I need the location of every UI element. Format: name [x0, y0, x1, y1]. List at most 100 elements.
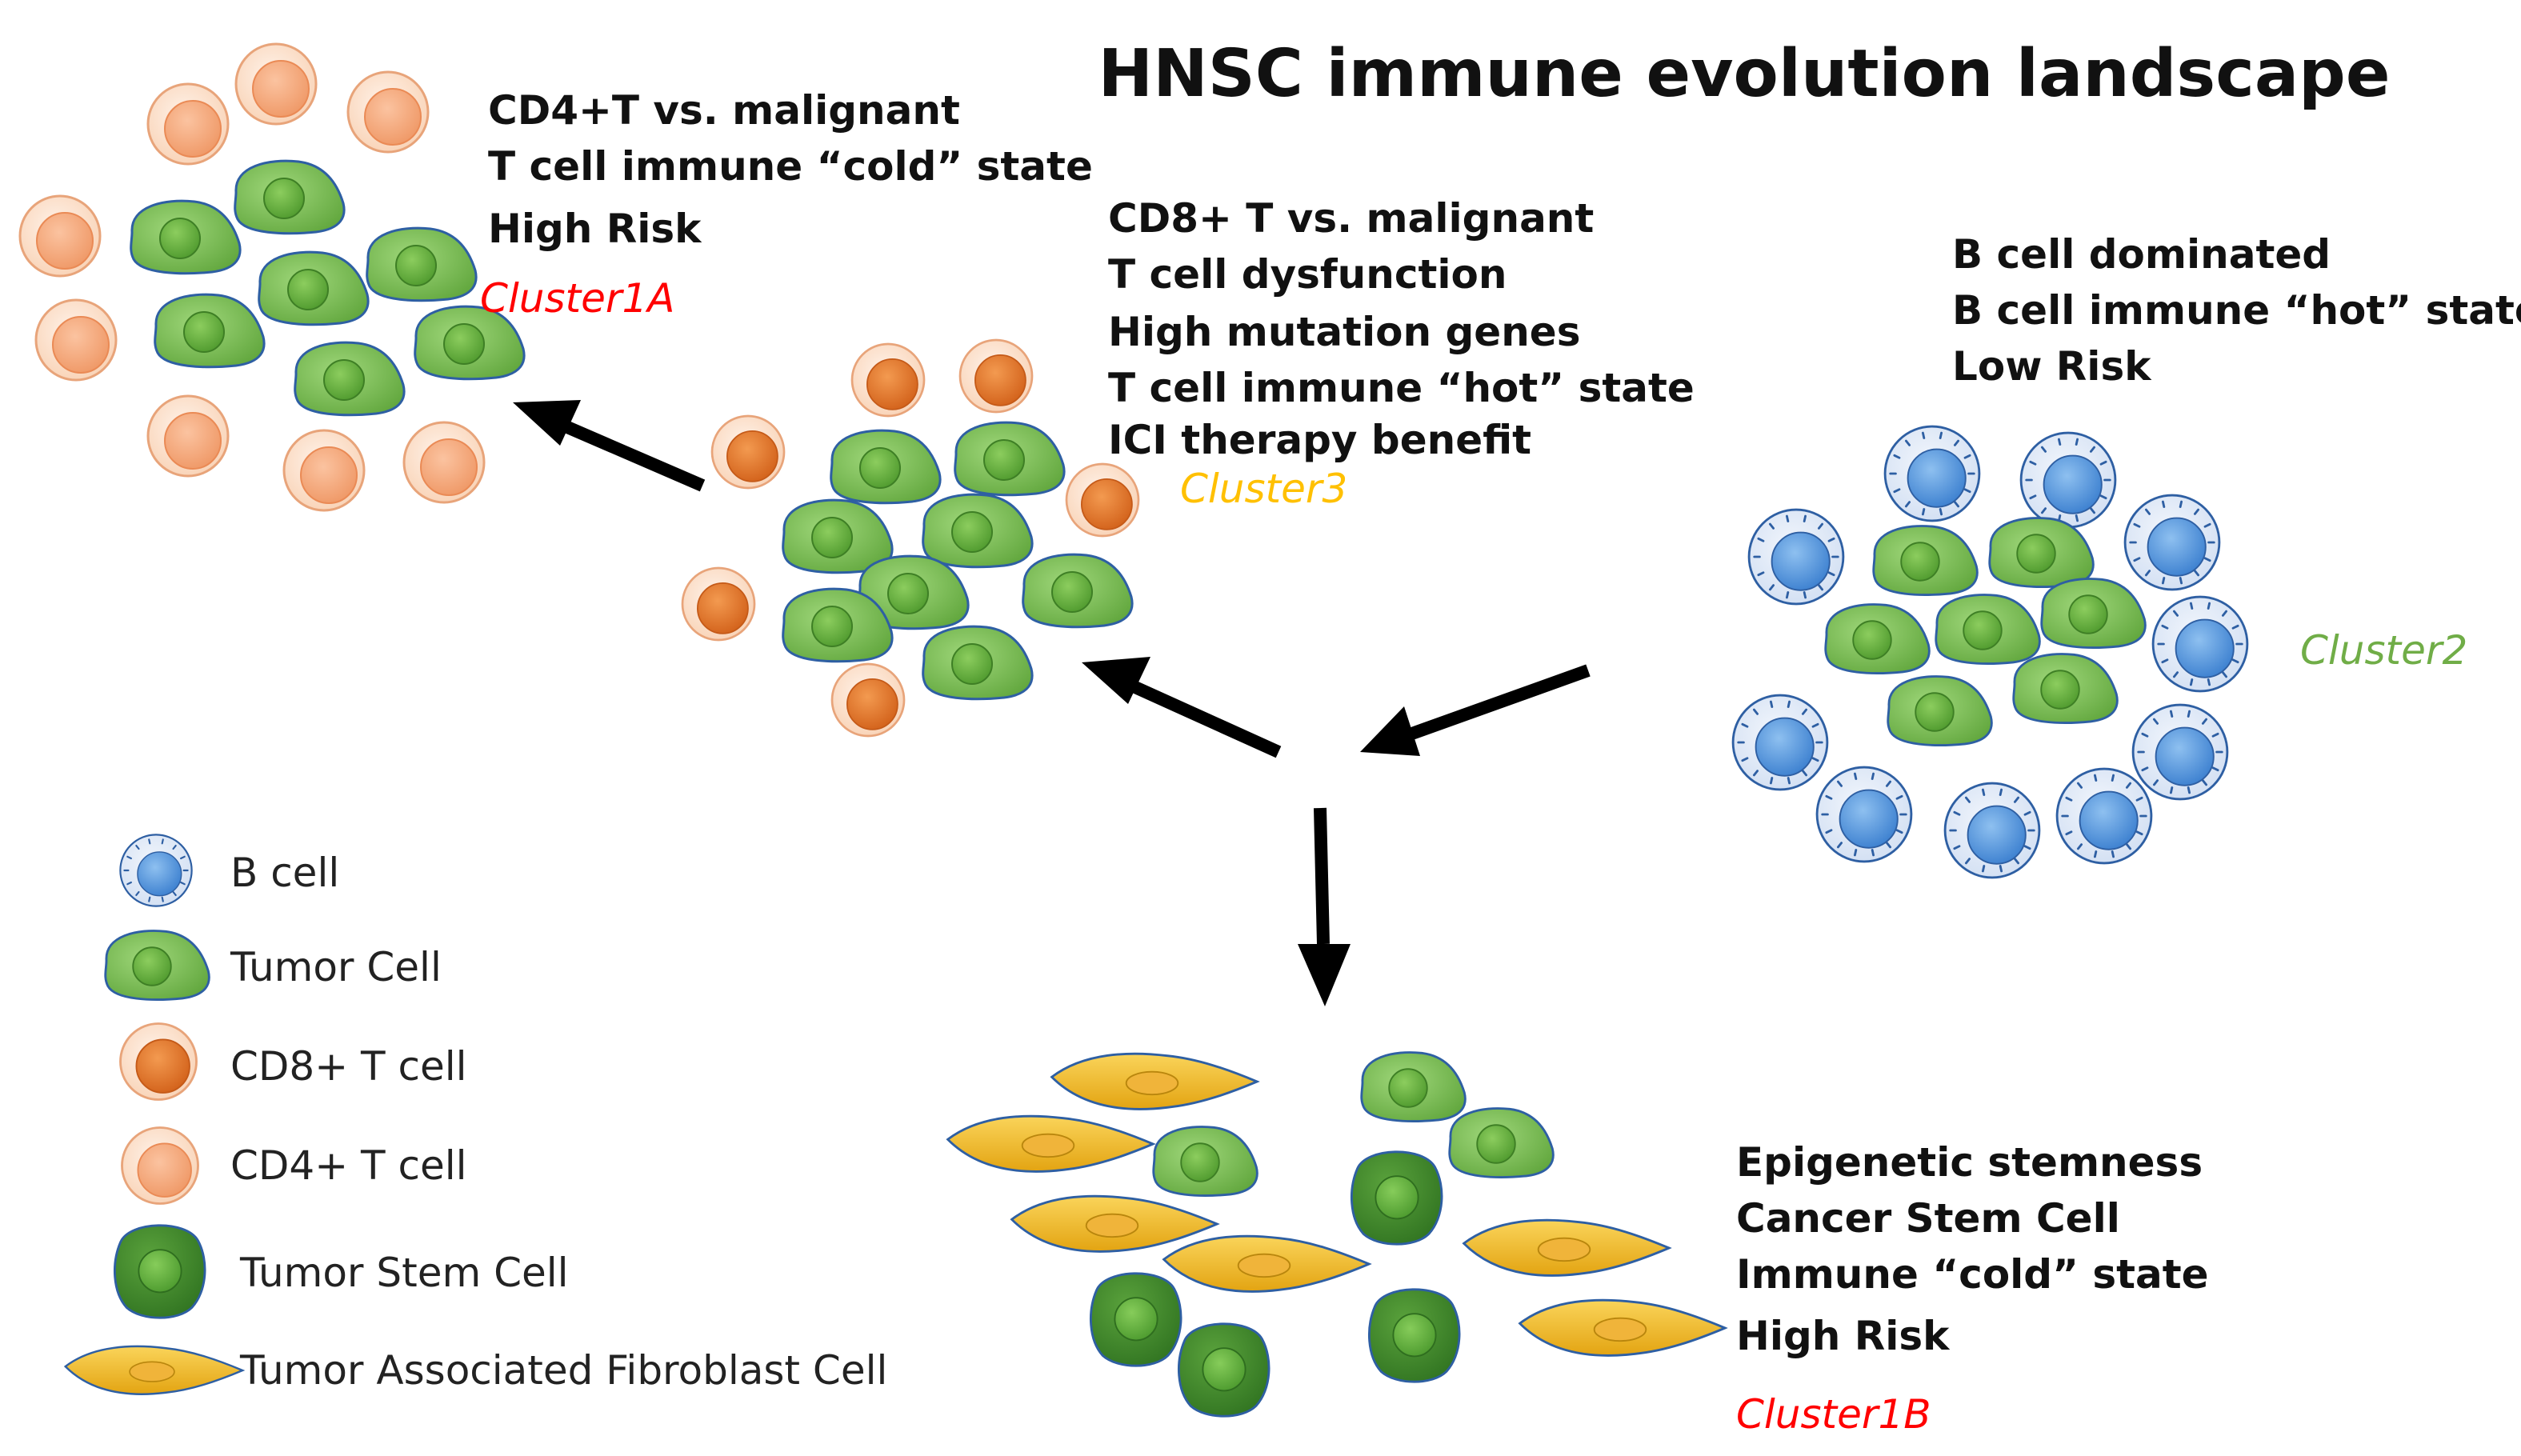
cluster1a-label: Cluster1A [480, 275, 674, 322]
legend: B cell Tumor Cell CD8+ T cell CD4+ T cel… [230, 850, 887, 1394]
cd4-t-cell [34, 298, 118, 382]
cluster1a-line: T cell immune “cold” state [488, 143, 1093, 190]
arrows [513, 400, 1591, 1006]
tumor-cell [1824, 603, 1931, 674]
b-cell [1815, 766, 1913, 863]
legend-icons [63, 834, 246, 1395]
tumor-cell-icon [104, 930, 210, 1001]
cluster2-line: B cell dominated [1952, 231, 2331, 278]
legend-label-fibroblast: Tumor Associated Fibroblast Cell [239, 1347, 887, 1394]
cluster3-label: Cluster3 [1180, 466, 1347, 512]
b-cell [2019, 431, 2117, 529]
cluster1a-description: CD4+T vs. malignant T cell immune “cold”… [480, 87, 1093, 322]
tumor-stem-cell [1090, 1272, 1182, 1367]
tumor-stem-cell [1351, 1150, 1443, 1246]
cluster2-cell-group [1731, 425, 2249, 879]
diagram-title: HNSC immune evolution landscape [1098, 36, 2391, 112]
cluster1a-line: High Risk [488, 206, 702, 252]
cluster1a-line: CD4+T vs. malignant [488, 87, 960, 134]
cluster2-label: Cluster2 [2300, 627, 2467, 674]
cluster3-description: CD8+ T vs. malignant T cell dysfunction … [1108, 195, 1695, 512]
cluster1b-label: Cluster1B [1736, 1391, 1931, 1438]
cd4-t-cell [146, 82, 230, 166]
cluster1a-cell-group [18, 42, 526, 512]
tumor-cell [1448, 1107, 1555, 1178]
fibroblast-cell [1462, 1218, 1672, 1277]
tumor-cell [858, 554, 970, 630]
cluster1b-line: Immune “cold” state [1736, 1251, 2209, 1298]
cd8-t-cell-icon [119, 1022, 198, 1101]
tumor-cell [782, 587, 894, 663]
cluster3-line: CD8+ T vs. malignant [1108, 195, 1594, 242]
cd8-t-cell [850, 342, 926, 418]
fibroblast-cell [946, 1114, 1156, 1173]
cluster2-line: Low Risk [1952, 343, 2152, 390]
b-cell [2151, 595, 2249, 693]
b-cell [2123, 494, 2221, 591]
cluster2-description: B cell dominated B cell immune “hot” sta… [1952, 231, 2521, 674]
b-cell [1747, 508, 1845, 606]
tumor-cell [154, 293, 266, 369]
tumor-cell [954, 421, 1066, 497]
tumor-cell [258, 250, 370, 326]
tumor-cell [130, 199, 242, 275]
cd8-t-cell [710, 414, 786, 490]
tumor-cell [1152, 1126, 1258, 1197]
cd8-t-cell [830, 662, 906, 738]
legend-label-cd8-t-cell: CD8+ T cell [230, 1043, 466, 1090]
tumor-cell [1022, 553, 1134, 629]
arrow-to-cluster3 [1082, 657, 1282, 758]
tumor-cell [366, 226, 478, 302]
b-cell [1943, 782, 2041, 879]
cd8-t-cell [681, 566, 756, 642]
fibroblast-cell [1050, 1052, 1260, 1110]
tumor-cell [1988, 517, 2095, 588]
cd4-t-cell [146, 394, 230, 478]
tumor-stem-cell [1368, 1288, 1461, 1383]
tumor-stem-cell [1178, 1322, 1271, 1418]
cluster1b-description: Epigenetic stemness Cancer Stem Cell Imm… [1736, 1139, 2209, 1438]
b-cell-icon [119, 834, 193, 907]
cd4-t-cell [18, 194, 102, 278]
legend-label-tumor-cell: Tumor Cell [230, 944, 442, 990]
arrow-from-cluster2 [1360, 664, 1591, 756]
cluster3-cell-group [681, 338, 1140, 738]
arrow-to-cluster1a [513, 400, 706, 492]
tumor-cell [922, 625, 1034, 701]
cluster1b-line: High Risk [1736, 1313, 1951, 1359]
b-cell [2131, 703, 2229, 801]
fibroblast-icon [63, 1345, 246, 1395]
cluster3-line: T cell immune “hot” state [1108, 365, 1695, 411]
tumor-cell [1872, 525, 1979, 596]
cluster1b-line: Cancer Stem Cell [1736, 1195, 2120, 1242]
tumor-cell [782, 498, 894, 574]
fibroblast-cell [1162, 1234, 1372, 1293]
tumor-cell [2012, 653, 2119, 724]
cluster3-line: High mutation genes [1108, 309, 1580, 355]
b-cell [1731, 694, 1829, 791]
cluster1b-line: Epigenetic stemness [1736, 1139, 2203, 1186]
tumor-cell [830, 429, 942, 505]
cd4-t-cell-icon [121, 1126, 199, 1205]
tumor-cell [2040, 578, 2147, 649]
legend-label-b-cell: B cell [230, 850, 339, 896]
arrow-to-cluster1b [1298, 807, 1351, 1006]
cluster3-line: ICI therapy benefit [1108, 417, 1531, 463]
tumor-cell [414, 305, 526, 381]
tumor-cell [234, 159, 346, 235]
tumor-stem-cell-icon [114, 1224, 206, 1319]
legend-label-cd4-t-cell: CD4+ T cell [230, 1142, 466, 1189]
tumor-cell [1887, 675, 1993, 746]
legend-label-tumor-stem-cell: Tumor Stem Cell [239, 1250, 569, 1296]
cluster3-line: T cell dysfunction [1108, 251, 1507, 298]
cd4-t-cell [282, 429, 366, 512]
fibroblast-cell [1010, 1194, 1220, 1253]
cd4-t-cell [402, 421, 486, 504]
b-cell [1883, 425, 1981, 522]
cd4-t-cell [234, 42, 318, 126]
cd4-t-cell [346, 70, 430, 154]
cluster1b-cell-group [946, 1051, 1728, 1418]
tumor-cell [922, 493, 1034, 569]
tumor-cell [1360, 1051, 1467, 1122]
